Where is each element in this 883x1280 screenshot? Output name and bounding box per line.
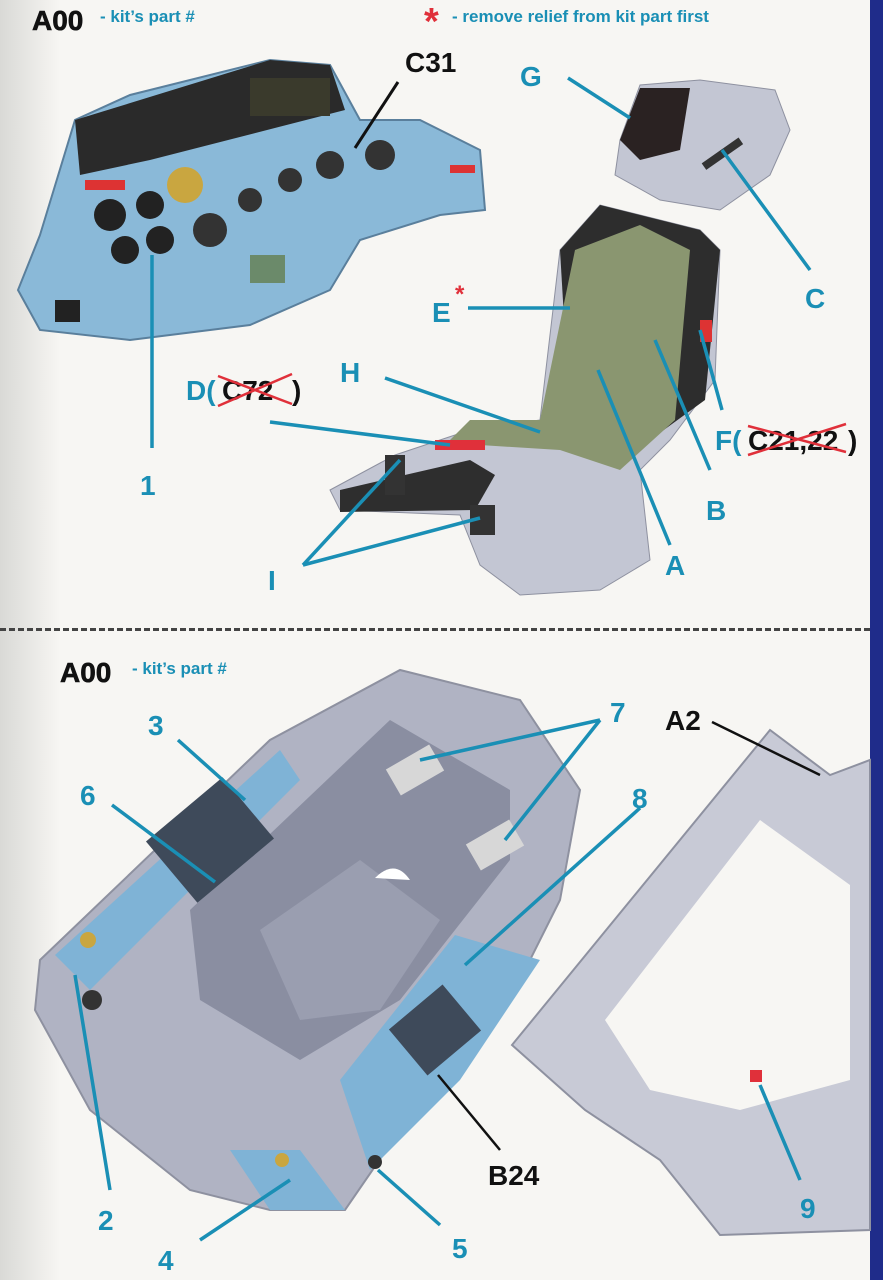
- side-wall-image: [510, 728, 871, 1237]
- leader-lines-bottom: [73, 718, 802, 1242]
- label-b: B: [706, 495, 726, 526]
- label-2: 2: [98, 1205, 114, 1236]
- label-i: I: [268, 565, 276, 596]
- label-d-prefix: D(: [186, 375, 216, 406]
- label-d-suffix: ): [292, 375, 301, 406]
- label-a: A: [665, 550, 685, 581]
- leader-lines-top: [150, 76, 812, 567]
- legend-code-top: A00: [32, 5, 83, 36]
- label-f-suffix: ): [848, 425, 857, 456]
- label-6: 6: [80, 780, 96, 811]
- leader-c31: [353, 81, 400, 149]
- ejection-seat-image: [329, 79, 791, 596]
- label-3: 3: [148, 710, 164, 741]
- label-e-star: *: [455, 281, 465, 308]
- label-b24: B24: [488, 1160, 540, 1191]
- legend-star-text: - remove relief from kit part first: [452, 7, 709, 26]
- label-5: 5: [452, 1233, 468, 1264]
- label-h: H: [340, 357, 360, 388]
- label-7: 7: [610, 697, 626, 728]
- label-e: E: [432, 297, 451, 328]
- label-c: C: [805, 283, 825, 314]
- legend-text-bottom: - kit’s part #: [132, 659, 227, 678]
- cockpit-tub-image: [33, 668, 582, 1211]
- legend-star: *: [424, 1, 439, 43]
- label-4: 4: [158, 1245, 174, 1276]
- label-8: 8: [632, 783, 648, 814]
- label-a2: A2: [665, 705, 701, 736]
- label-c31: C31: [405, 47, 456, 78]
- legend-code-bottom: A00: [60, 657, 111, 688]
- fold-line: [0, 628, 870, 631]
- legend-text-top: - kit’s part #: [100, 7, 195, 26]
- label-f-prefix: F(: [715, 425, 742, 456]
- label-9: 9: [800, 1193, 816, 1224]
- label-1: 1: [140, 470, 156, 501]
- leader-lines-black: [437, 720, 821, 1151]
- label-d: D( C72 ): [186, 372, 301, 408]
- strike-mark: [217, 374, 293, 406]
- label-g: G: [520, 61, 542, 92]
- strike-mark: [747, 424, 847, 454]
- instrument-panel-image: [16, 58, 487, 342]
- label-f: F( C21,22 ): [715, 422, 857, 457]
